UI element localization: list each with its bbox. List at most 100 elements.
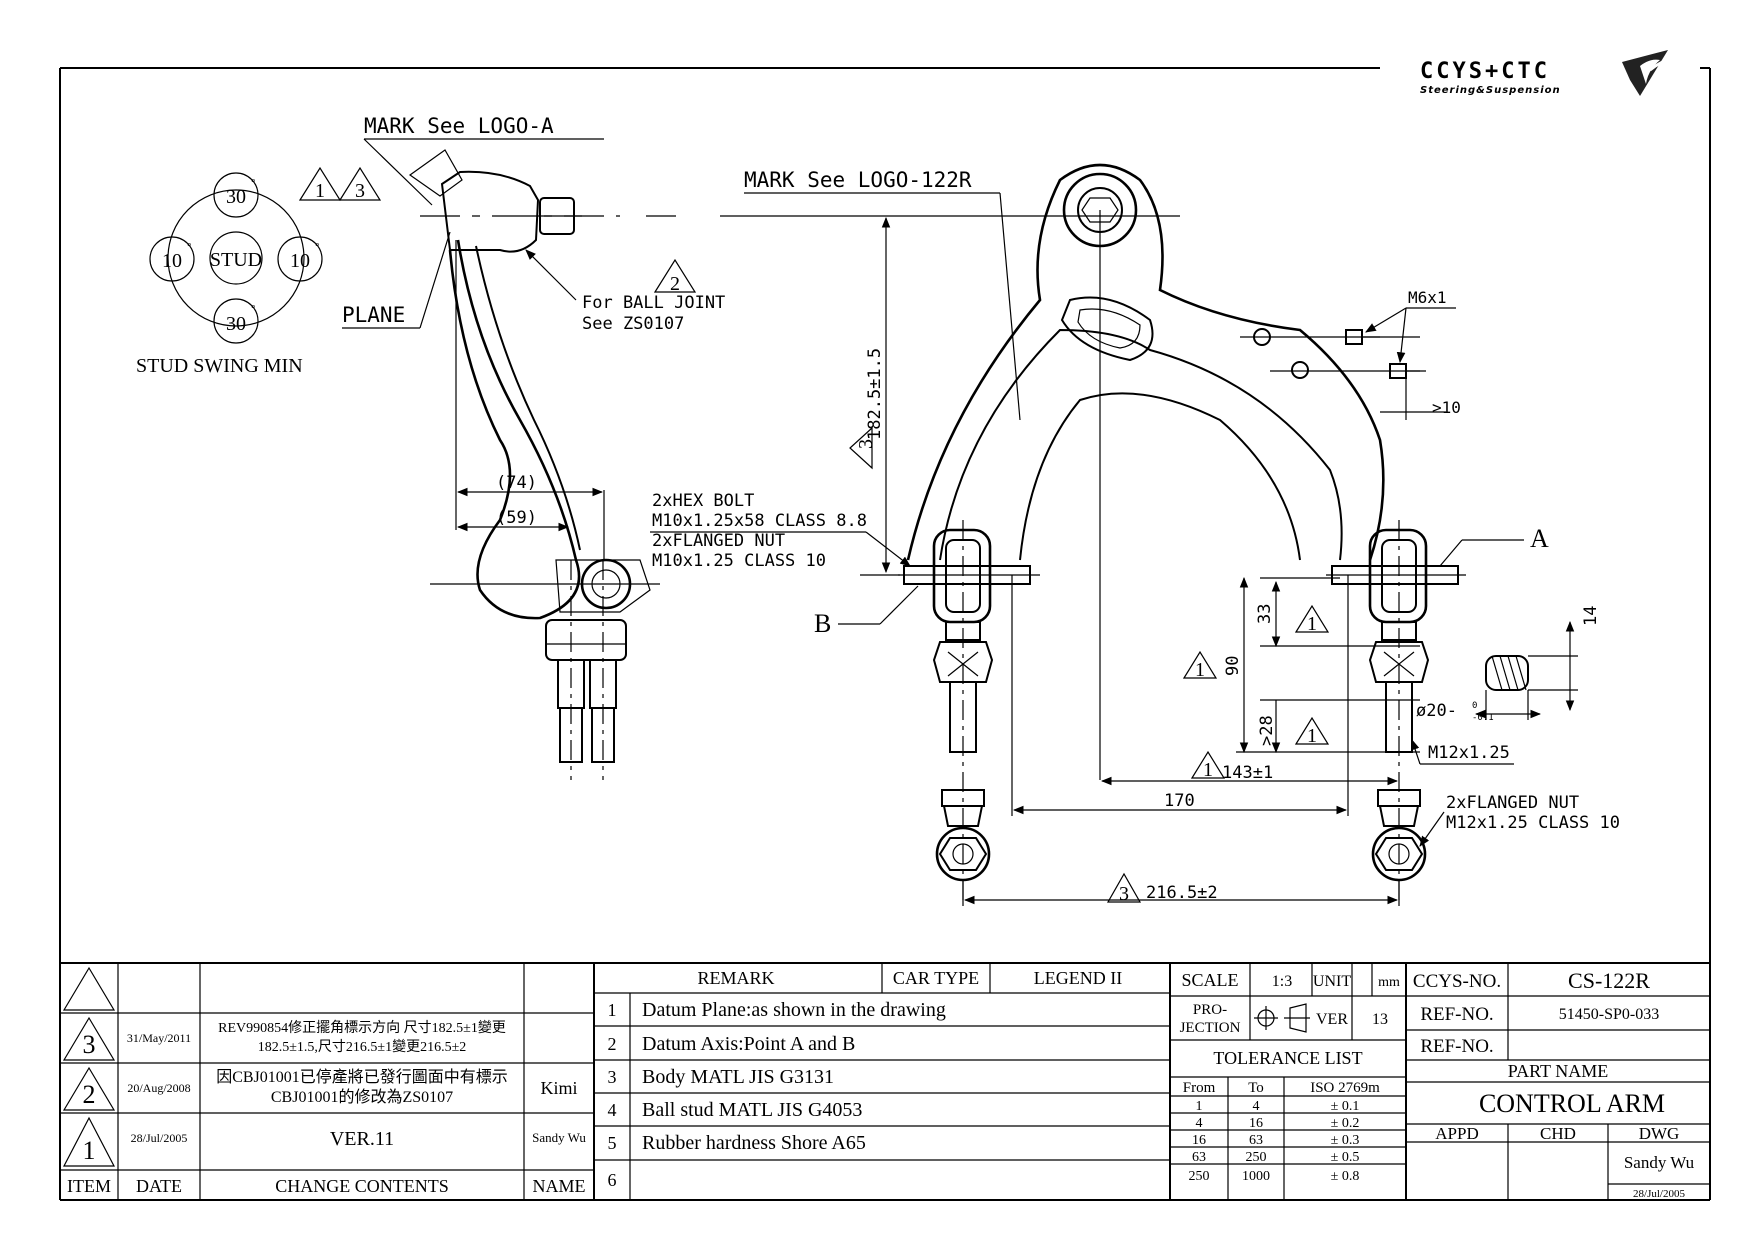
remark-2-text: Datum Axis:Point A and B (642, 1033, 855, 1055)
ball-joint-label-2: See ZS0107 (582, 314, 684, 334)
tolerance-title: TOLERANCE LIST (1213, 1048, 1362, 1068)
tol-row4-from: 63 (1192, 1150, 1206, 1165)
dim-14: 14 (1581, 606, 1601, 626)
phi20-tol-upper: 0 (1472, 701, 1477, 711)
dwg-name: Sandy Wu (1624, 1153, 1695, 1172)
dim-143: 143±1 (1222, 763, 1273, 783)
swing-bottom-circle (213, 298, 259, 344)
appd-label: APPD (1435, 1124, 1478, 1143)
ref-no-value: 51450-SP0-033 (1559, 1006, 1659, 1023)
header-name: NAME (533, 1176, 586, 1196)
remark-3-num: 3 (608, 1067, 617, 1087)
ccys-no-value: CS-122R (1568, 968, 1650, 993)
swing-left-deg: ° (187, 241, 191, 253)
dim-59: (59) (496, 508, 537, 528)
ref-no2-label: REF-NO. (1420, 1036, 1493, 1057)
ref-no-label: REF-NO. (1420, 1004, 1493, 1025)
change-1-date: 28/Jul/2005 (131, 1131, 188, 1145)
tol-row2-from: 4 (1196, 1116, 1203, 1131)
tol-row5-val: ± 0.8 (1331, 1169, 1360, 1184)
flanged-nut-b-label-2: M12x1.25 CLASS 10 (1446, 813, 1620, 833)
tol-row3-from: 16 (1192, 1133, 1206, 1148)
tol-row1-to: 4 (1253, 1099, 1260, 1114)
remark-1-text: Datum Plane:as shown in the drawing (642, 999, 946, 1021)
swing-left-circle (149, 236, 195, 282)
logo-brand: CCYS+CTC (1420, 59, 1550, 84)
change-2-line1: 因CBJ01001已停產將已發行圖面中有標示 (216, 1068, 508, 1086)
ver-label: VER (1316, 1011, 1348, 1028)
rev-mark-1-143: 1 (1203, 759, 1213, 781)
tol-row5-to: 1000 (1242, 1169, 1270, 1184)
remark-4-text: Ball stud MATL JIS G4053 (642, 1099, 862, 1121)
rev-mark-3: 3 (355, 180, 365, 202)
hex-bolt-label-2: M10x1.25x58 CLASS 8.8 (652, 511, 867, 531)
first-angle-projection-icon (1254, 1003, 1310, 1033)
projection-label-1: PRO- (1193, 1002, 1227, 1018)
stud-swing-diagram: STUD 30 30 10 10 ° ° ° ° STUD SWING MIN (136, 172, 323, 377)
rev-mark-1-28: 1 (1307, 725, 1317, 747)
tol-from-header: From (1183, 1080, 1216, 1096)
dim-33: 33 (1255, 604, 1275, 624)
dim-74: (74) (496, 473, 537, 493)
dwg-label: DWG (1639, 1124, 1680, 1143)
logo-tagline: Steering&Suspension (1420, 85, 1561, 96)
rev-mark-3-216: 3 (1119, 883, 1129, 905)
stud-swing-title: STUD SWING MIN (136, 355, 303, 377)
change-3-date: 31/May/2011 (127, 1031, 191, 1045)
phi20-label: ø20- (1416, 701, 1457, 721)
scale-label: SCALE (1181, 970, 1238, 990)
flanged-nut-label-2: M10x1.25 CLASS 10 (652, 551, 826, 571)
flanged-nut-label-1: 2xFLANGED NUT (652, 531, 785, 551)
tol-row2-to: 16 (1249, 1116, 1263, 1131)
flanged-nut-b-label-1: 2xFLANGED NUT (1446, 793, 1579, 813)
drawing-border (59, 67, 1711, 1201)
phi20-tol-lower: -0.1 (1472, 713, 1494, 723)
change-2-item: 2 (83, 1080, 96, 1109)
change-2-date: 20/Aug/2008 (127, 1081, 190, 1095)
ver-value: 13 (1372, 1011, 1388, 1028)
remark-6-num: 6 (608, 1170, 617, 1190)
rev-mark-1-90: 1 (1195, 659, 1205, 681)
tol-row4-to: 250 (1246, 1150, 1267, 1165)
dim-182-5: 182.5±1.5 (865, 348, 885, 440)
point-b-label: B (814, 609, 831, 638)
tol-iso-header: ISO 2769m (1310, 1080, 1380, 1096)
change-3-line2: 182.5±1.5,尺寸216.5±1變更216.5±2 (258, 1039, 467, 1055)
chd-label: CHD (1540, 1124, 1576, 1143)
ccys-no-label: CCYS-NO. (1413, 971, 1501, 992)
hex-bolt-label-1: 2xHEX BOLT (652, 491, 754, 511)
swing-right-deg: ° (315, 241, 319, 253)
swing-bottom-deg: ° (251, 303, 255, 315)
m6-label: M6x1 (1408, 288, 1447, 307)
company-logo: CCYS+CTC Steering&Suspension (1420, 50, 1673, 96)
swing-top-circle (213, 172, 259, 218)
rev-mark-1: 1 (315, 180, 325, 202)
m12-label: M12x1.25 (1428, 743, 1510, 763)
tol-row1-val: ± 0.1 (1331, 1099, 1360, 1114)
point-a-label: A (1530, 524, 1549, 553)
car-type-header: CAR TYPE (893, 968, 979, 988)
swing-right-circle (277, 236, 323, 282)
gt10-label: >10 (1432, 398, 1461, 417)
tol-row5-from: 250 (1189, 1169, 1210, 1184)
tol-to-header: To (1248, 1080, 1264, 1096)
ball-joint-label-1: For BALL JOINT (582, 293, 725, 313)
rev-mark-3-182: 3 (855, 439, 877, 449)
remark-4-num: 4 (608, 1100, 617, 1120)
unit-label: UNIT (1313, 973, 1351, 990)
remark-header: REMARK (697, 968, 774, 988)
change-1-name: Sandy Wu (532, 1130, 586, 1145)
tol-row3-to: 63 (1249, 1133, 1263, 1148)
control-arm-front-view: MARK See LOGO-122R (650, 163, 1620, 906)
car-type-value: LEGEND II (1034, 968, 1122, 988)
remark-5-num: 5 (608, 1133, 617, 1153)
part-name-value: CONTROL ARM (1479, 1089, 1665, 1118)
header-date: DATE (136, 1176, 182, 1196)
change-2-line2: CBJ01001的修改為ZS0107 (271, 1088, 453, 1106)
change-1-item: 1 (83, 1136, 96, 1165)
stud-circle (209, 231, 263, 285)
tol-row2-val: ± 0.2 (1331, 1116, 1360, 1131)
scale-value: 1:3 (1272, 973, 1292, 990)
dim-28: >28 (1257, 715, 1277, 746)
control-arm-side-view: MARK See LOGO-A PLANE For BALL JOINT See… (342, 114, 725, 780)
